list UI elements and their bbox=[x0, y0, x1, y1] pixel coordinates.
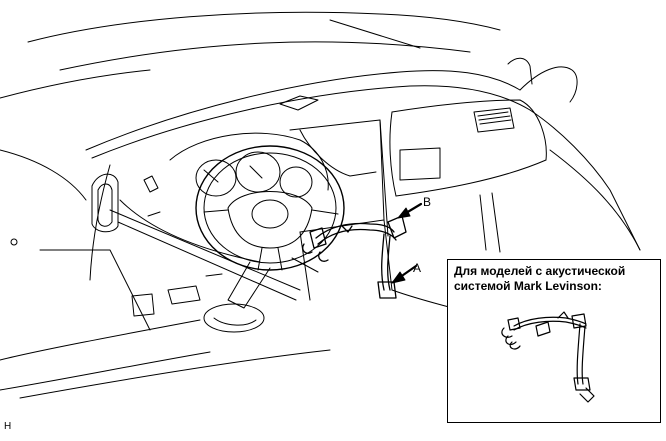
side-mirror bbox=[91, 173, 119, 233]
callout-a: A bbox=[413, 261, 422, 275]
callout-b: B bbox=[423, 195, 432, 209]
inset-title: Для моделей с акустической системой Mark… bbox=[454, 264, 625, 294]
arrow-b-icon bbox=[397, 202, 423, 219]
floor-details bbox=[10, 175, 265, 333]
windshield-outline bbox=[0, 11, 501, 99]
inset-title-line1: Для моделей с акустической bbox=[454, 264, 626, 278]
wire-harness bbox=[302, 215, 407, 299]
steering-wheel bbox=[195, 145, 345, 271]
glovebox-outline bbox=[389, 99, 641, 253]
door-frame bbox=[0, 149, 331, 399]
inset-panel: Для моделей с акустической системой Mark… bbox=[447, 259, 661, 423]
instrument-cluster bbox=[169, 132, 329, 198]
figure-code: H bbox=[4, 421, 12, 432]
inset-title-line2: системой Mark Levinson: bbox=[454, 279, 602, 293]
dashboard-outline bbox=[85, 57, 641, 281]
inset-harness bbox=[501, 311, 595, 403]
arrow-a-icon bbox=[391, 264, 418, 284]
